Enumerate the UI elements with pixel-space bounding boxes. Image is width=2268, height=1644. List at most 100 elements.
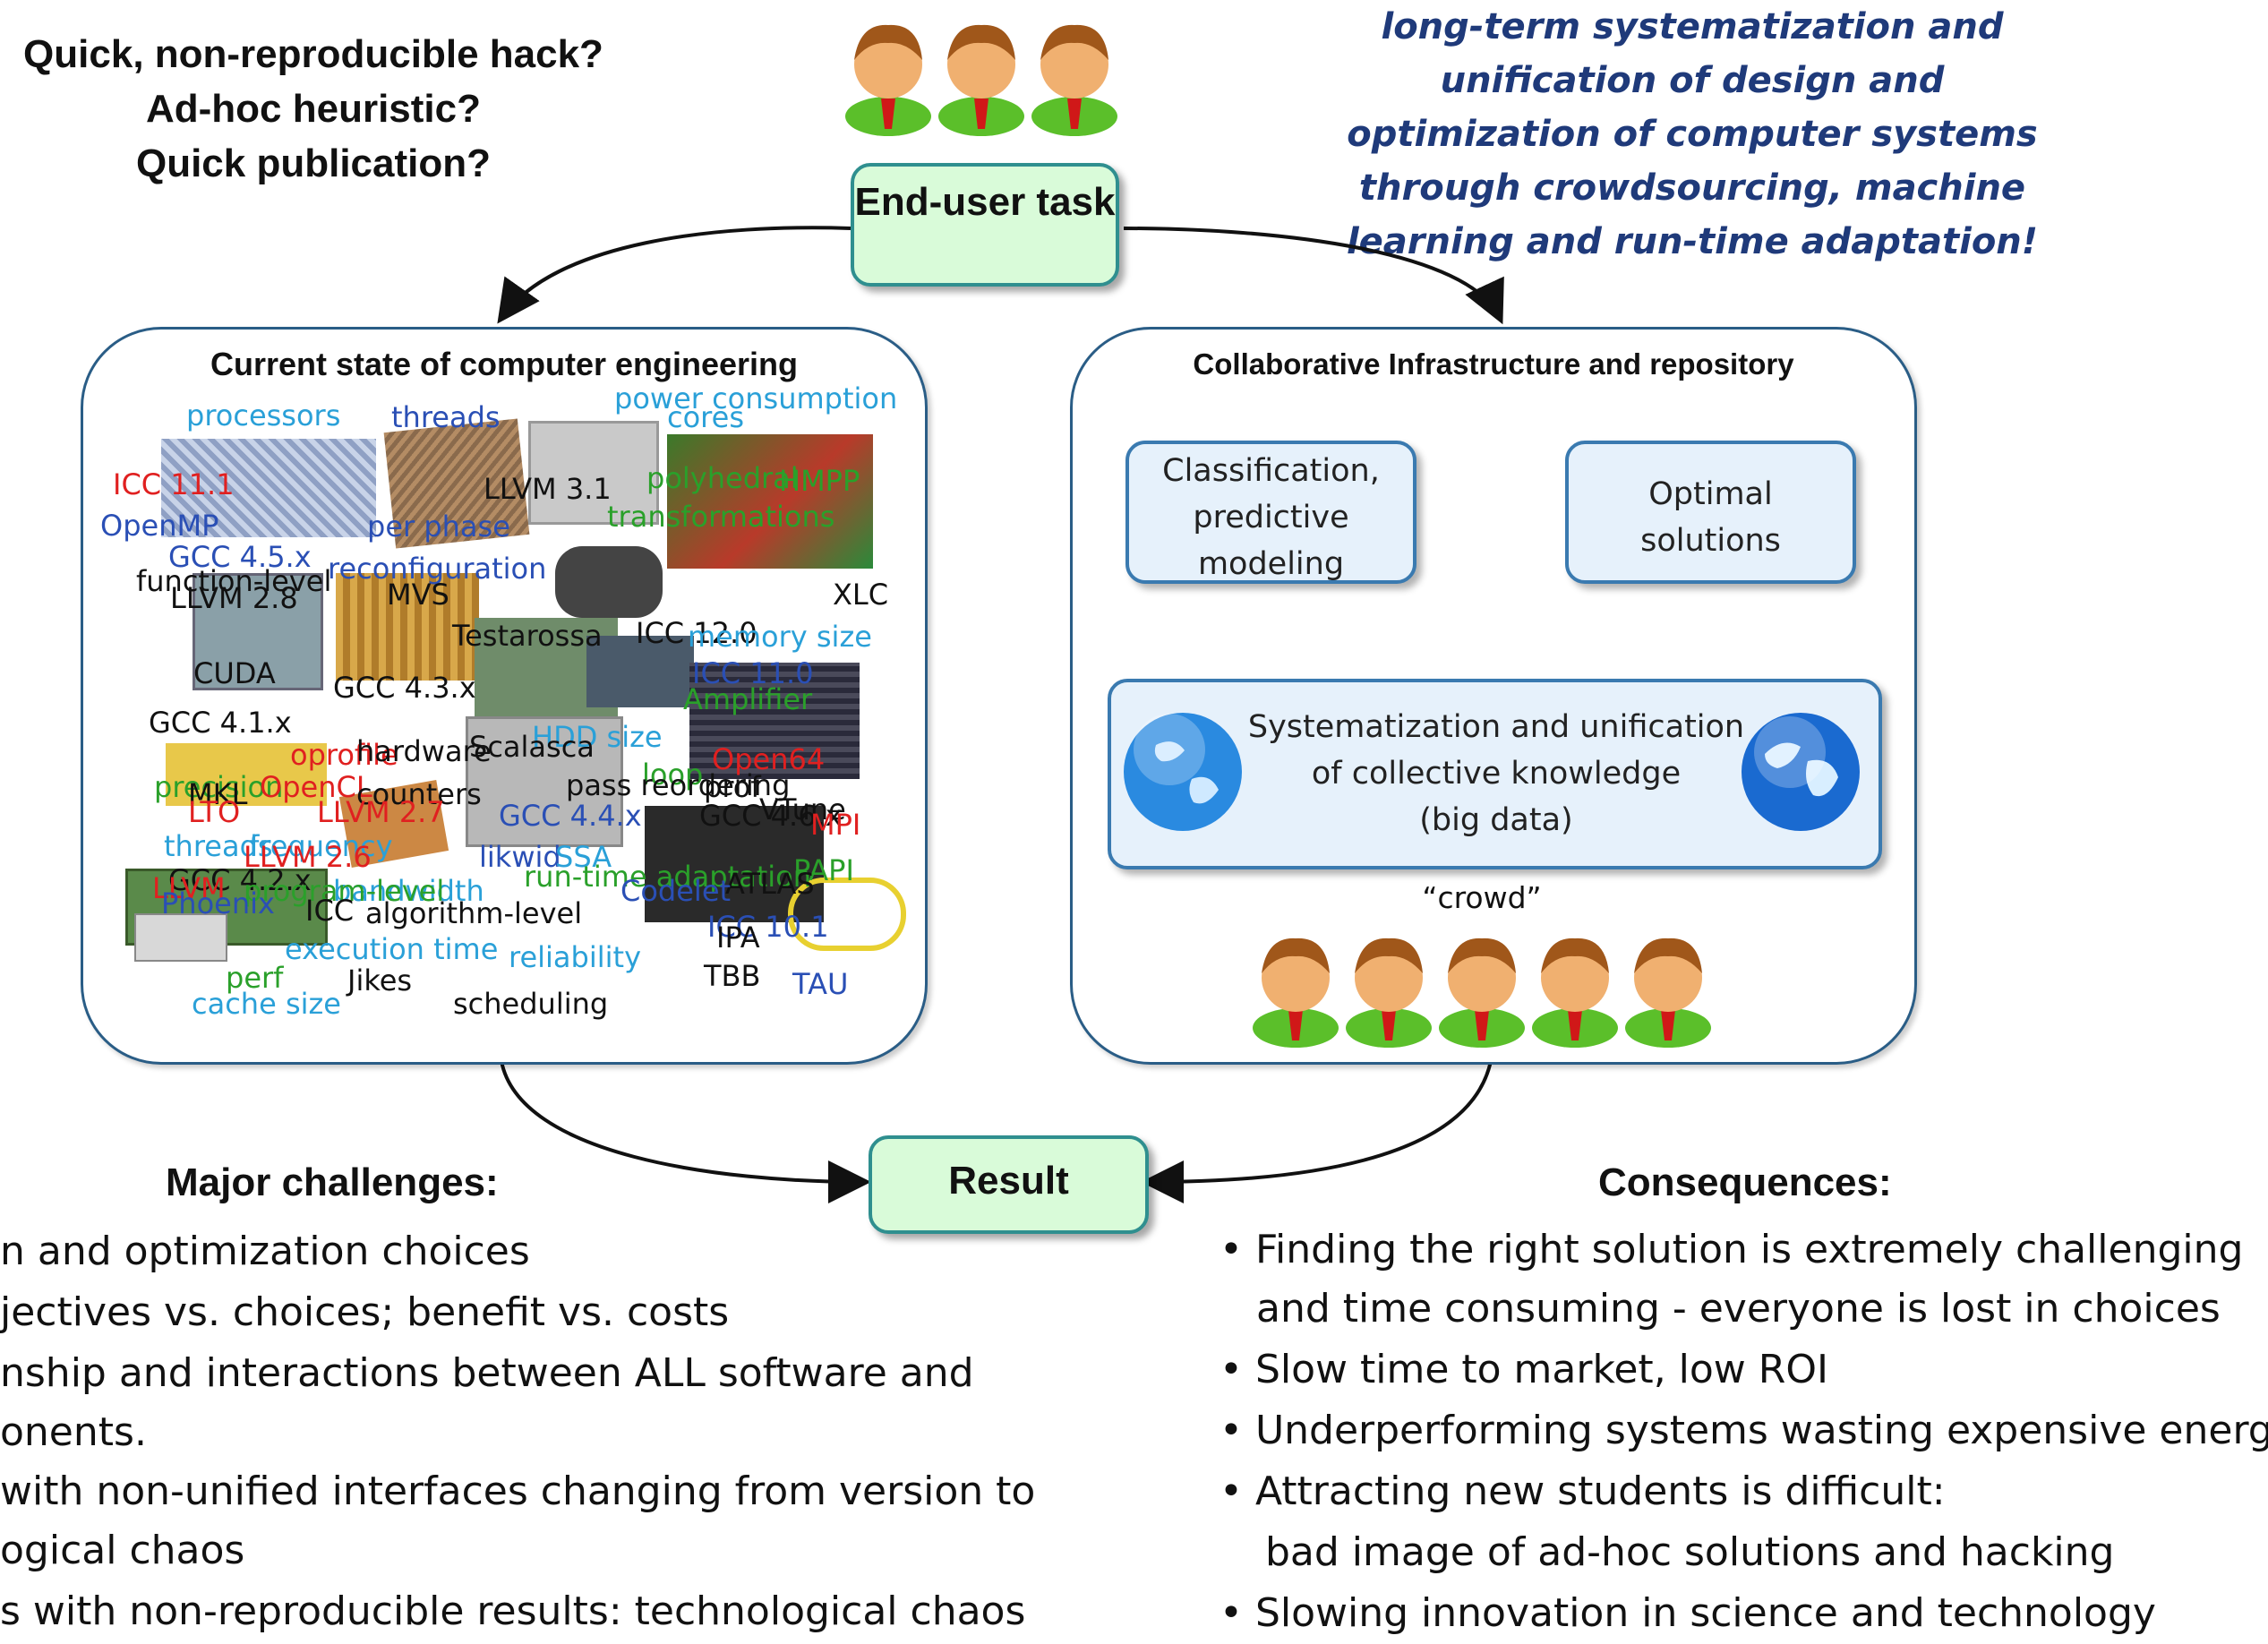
globe-right-icon (1742, 713, 1860, 831)
word-counters: counters (356, 777, 482, 811)
wafer-image (193, 573, 323, 690)
cpu-die-image (528, 421, 659, 525)
word-opencl: OpenCL (260, 770, 372, 804)
word-testarossa: Testarossa (452, 619, 603, 653)
word-gcc-4-2-x: GCC 4.2.x (168, 863, 312, 897)
word-mvs: MVS (387, 578, 449, 612)
word-gcc-4-6-x: GCC 4.6.x (699, 799, 843, 833)
classification-line: predictive (1193, 500, 1349, 535)
word-llvm-3-1: LLVM 3.1 (484, 472, 612, 506)
consequence-line: • Slowing innovation in science and tech… (1220, 1590, 2156, 1636)
word-frequency: frequency (249, 829, 393, 863)
word-transformations: transformations (607, 500, 835, 534)
end-user-avatars (845, 24, 1117, 136)
systematization-line: of collective knowledge (1311, 756, 1682, 792)
word-llvm-2-8: LLVM 2.8 (170, 581, 298, 615)
word-papi: PAPI (793, 853, 854, 887)
challenge-line: ogical chaos (0, 1528, 245, 1573)
consequence-line: • Finding the right solution is extremel… (1220, 1227, 2244, 1272)
word-jikes: Jikes (347, 963, 413, 998)
user-avatar-icon (1346, 938, 1432, 1048)
word-run-time-adaptation: run-time adaptation (524, 860, 812, 894)
end-user-task-box: End-user task (851, 163, 1119, 287)
consequence-line: • Attracting new students is difficult: (1220, 1468, 1946, 1514)
user-avatar-icon (845, 24, 931, 136)
optimal-line: Optimal (1648, 476, 1773, 512)
word-processors: processors (186, 398, 341, 432)
word-codelet: Codelet (620, 874, 732, 908)
word-likwid: likwid (479, 840, 561, 874)
word-threads: threads (391, 400, 501, 434)
word-per-phase: per phase (367, 509, 510, 544)
word-gcc-4-1-x: GCC 4.1.x (149, 706, 292, 740)
word-hmpp: HMPP (779, 464, 860, 498)
word-precision: precision (154, 770, 284, 804)
word-loop: loop (642, 758, 704, 792)
gpu-image (586, 636, 694, 707)
word-threads-2: threads (164, 829, 273, 863)
word-xlc: XLC (833, 578, 889, 612)
consequences-heading: Consequences: (1598, 1160, 1892, 1204)
word-gcc-4-3-x: GCC 4.3.x (333, 671, 476, 705)
end-user-task-label: End-user task (854, 180, 1116, 224)
word-llvm-2-7: LLVM 2.7 (317, 795, 445, 829)
word-ipa: IPA (716, 920, 760, 955)
systematization-box: Systematization and unification of colle… (1108, 679, 1882, 869)
word-open64: Open64 (712, 742, 826, 776)
word-vtune: VTune (759, 792, 846, 826)
optimal-solutions-box: Optimal solutions (1565, 441, 1856, 584)
word-tbb: TBB (704, 959, 761, 993)
word-memory-size: memory size (688, 620, 872, 654)
rack-image (466, 716, 623, 847)
user-avatar-icon (938, 24, 1024, 136)
word-cuda: CUDA (193, 656, 276, 690)
challenge-line: onents. (0, 1409, 147, 1455)
word-gcc-4-4-x: GCC 4.4.x (499, 799, 642, 833)
word-icc-10-1: ICC 10.1 (707, 910, 829, 944)
word-mpi: MPI (810, 808, 861, 842)
optimal-line: solutions (1640, 523, 1781, 559)
arrow-left-to-result (500, 1060, 871, 1203)
crowd-label: “crowd” (1422, 880, 1542, 915)
processor-image (161, 439, 376, 537)
motto-line: optimization of computer systems (1347, 114, 2038, 155)
word-pass-reordering: pass reordering (566, 768, 791, 802)
left-panel-title: Current state of computer engineering (210, 346, 799, 382)
user-avatar-icon (1532, 938, 1618, 1048)
motto-line: learning and run-time adaptation! (1346, 221, 2039, 262)
consequence-line: bad image of ad-hoc solutions and hackin… (1265, 1529, 2115, 1575)
word-llvm-2-6: LLVM 2.6 (244, 840, 372, 874)
motto-text: long-term systematization and unificatio… (1334, 0, 2050, 269)
word-icc-11-0: ICC 11.0 (692, 656, 814, 690)
word-gcc-4-5-x: GCC 4.5.x (168, 540, 312, 574)
word-program-level: program-level (244, 874, 445, 908)
consequence-line: • Slow time to market, low ROI (1220, 1347, 1828, 1392)
board-image (336, 573, 479, 681)
arrow-task-to-right (1123, 227, 1504, 325)
classification-line: modeling (1197, 546, 1345, 582)
word-bandwidth: bandwidth (333, 874, 484, 908)
word-cache-size: cache size (192, 987, 341, 1021)
word-prof: prof (704, 770, 761, 804)
fpga-image (166, 743, 327, 806)
word-polyhedral: polyhedral (646, 461, 799, 495)
question-line: Ad-hoc heuristic? (145, 87, 482, 131)
classification-line: Classification, (1162, 453, 1380, 489)
question-line: Quick, non-reproducible hack? (23, 32, 603, 76)
motto-line: through crowdsourcing, machine (1358, 167, 2026, 209)
user-avatar-icon (1439, 938, 1525, 1048)
fan-image (555, 546, 663, 618)
word-ssa: SSA (555, 840, 612, 874)
crowd-avatars (1253, 938, 1711, 1048)
result-box: Result (869, 1135, 1149, 1234)
user-avatar-icon (1625, 938, 1711, 1048)
word-phoenix: Phoenix (161, 886, 275, 920)
word-icc-12-0: ICC 12.0 (636, 616, 757, 650)
challenge-line: jectives vs. choices; benefit vs. costs (0, 1289, 730, 1335)
heatmap-image (667, 434, 873, 569)
word-perf: perf (226, 961, 284, 995)
result-label: Result (948, 1159, 1069, 1203)
arrow-right-to-result (1141, 1060, 1493, 1203)
challenge-line: s with non-reproducible results: technol… (0, 1588, 1026, 1634)
word-oprofile: oprofile (290, 738, 398, 772)
